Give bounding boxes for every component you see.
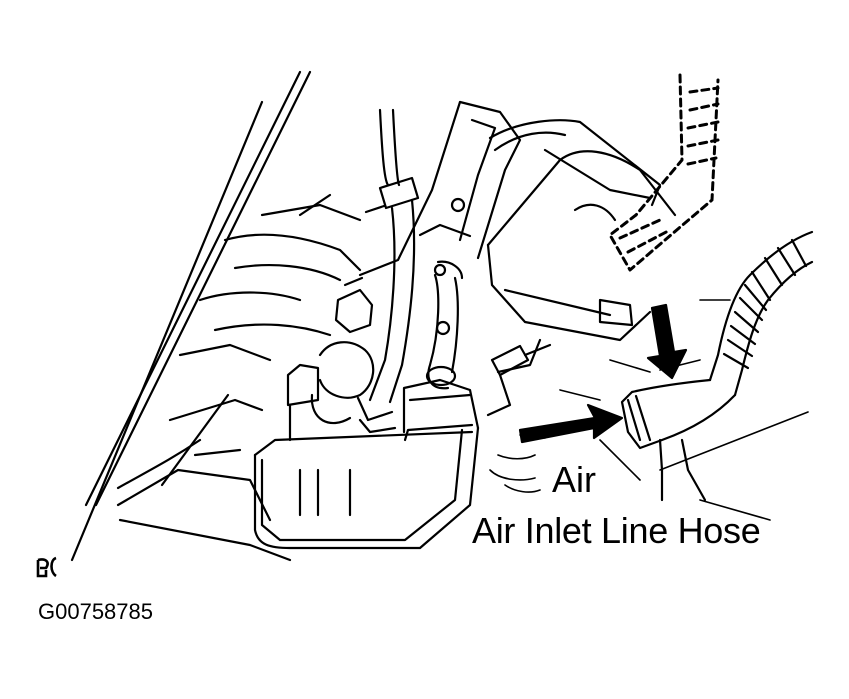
engine-surface (489, 299, 809, 521)
printer-mark-icon (36, 556, 57, 578)
ghost-duct (608, 73, 720, 272)
control-module (486, 119, 677, 374)
vacuum-tube (364, 108, 420, 404)
air-label: Air (552, 459, 596, 500)
body-structure (116, 193, 362, 562)
air-flow-arrow-icon (518, 403, 624, 444)
component-label: Air Inlet Line Hose (472, 510, 761, 551)
charcoal-canister (253, 276, 480, 550)
mounting-bracket (358, 100, 522, 336)
down-arrow-icon (646, 303, 688, 380)
figure-id: G00758785 (38, 599, 153, 624)
corrugated-hose (620, 230, 814, 502)
frame-rails (70, 70, 312, 562)
purge-pipe (425, 273, 552, 417)
